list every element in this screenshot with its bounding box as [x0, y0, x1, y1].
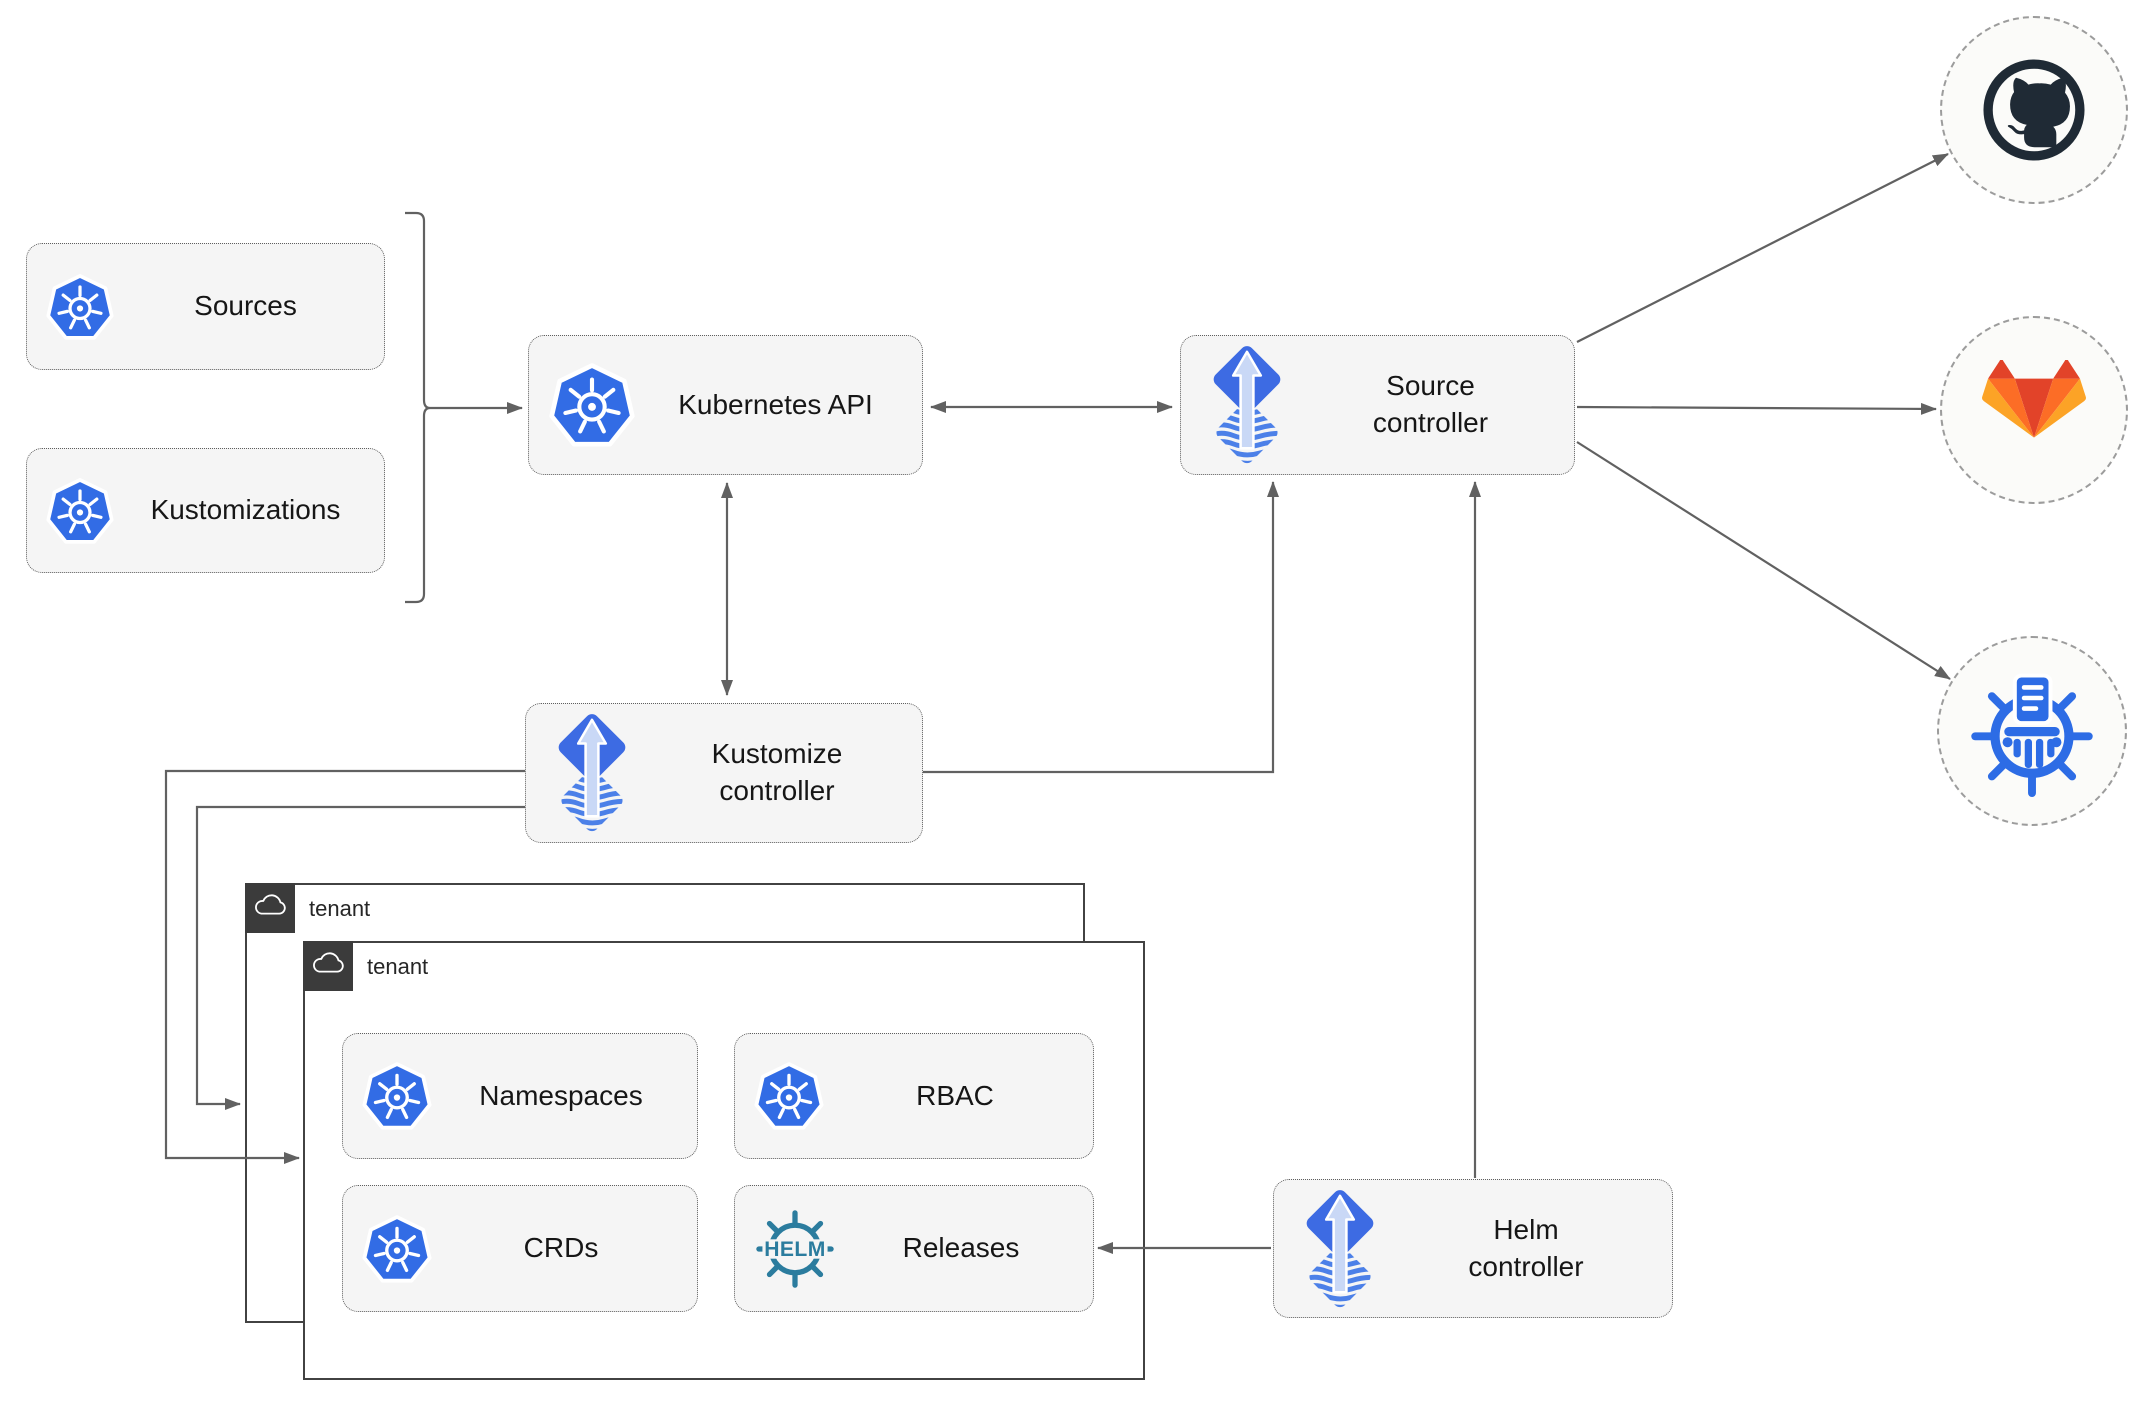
- helm-wheel-icon: HELM: [756, 1209, 834, 1288]
- source-controller-node: Source controller: [1180, 335, 1575, 475]
- bracket-shape: [405, 211, 431, 604]
- kubernetes-icon: [751, 1058, 827, 1134]
- kustomizations-label: Kustomizations: [150, 494, 341, 526]
- source-controller-label: Source controller: [1372, 370, 1489, 438]
- releases-node: HELM Releases: [734, 1185, 1094, 1312]
- tenant-outer-label: tenant: [309, 896, 371, 921]
- github-octocat-icon: [1972, 48, 2096, 172]
- rbac-node: RBAC: [734, 1033, 1094, 1159]
- kubernetes-api-label: Kubernetes API: [678, 388, 873, 420]
- flux-icon: [1197, 344, 1297, 466]
- cloud-icon: [310, 948, 346, 984]
- gitlab-tanuki-icon: [1982, 360, 2086, 460]
- tenant-inner-badge: [303, 941, 353, 991]
- edge-source-to-github: [1576, 153, 1949, 343]
- crds-node: CRDs: [342, 1185, 698, 1312]
- tenant-group-inner: tenant: [303, 941, 1145, 1380]
- helm-icon-text: HELM: [764, 1238, 826, 1261]
- gitlab-endpoint: [1940, 316, 2128, 504]
- kubernetes-icon: [43, 474, 117, 548]
- kustomize-controller-node: Kustomize controller: [525, 703, 923, 843]
- kubernetes-api-node: Kubernetes API: [528, 335, 923, 475]
- namespaces-label: Namespaces: [479, 1079, 643, 1111]
- sources-label: Sources: [194, 290, 297, 322]
- namespaces-node: Namespaces: [342, 1033, 698, 1159]
- kubernetes-icon: [43, 270, 117, 344]
- kubernetes-icon: [545, 358, 639, 452]
- tenant-outer-badge: [245, 883, 295, 933]
- kustomize-controller-label: Kustomize controller: [711, 738, 843, 806]
- rbac-label: RBAC: [916, 1079, 994, 1111]
- sources-node: Sources: [26, 243, 385, 370]
- registry-endpoint: [1937, 636, 2127, 826]
- helm-controller-node: Helm controller: [1273, 1179, 1673, 1318]
- releases-label: Releases: [902, 1232, 1020, 1264]
- github-endpoint: [1940, 16, 2128, 204]
- kubernetes-icon: [359, 1058, 435, 1134]
- ship-wheel-registry-icon: [1966, 665, 2098, 797]
- kubernetes-icon: [359, 1211, 435, 1287]
- crds-label: CRDs: [523, 1232, 599, 1264]
- flux-icon: [1290, 1188, 1390, 1310]
- flux-icon: [542, 712, 642, 834]
- cloud-icon: [252, 890, 288, 926]
- kustomizations-node: Kustomizations: [26, 448, 385, 573]
- edge-source-to-gitlab: [1576, 402, 1937, 415]
- tenant-inner-label: tenant: [367, 954, 429, 979]
- edge-source-to-registry: [1576, 441, 1951, 680]
- helm-controller-label: Helm controller: [1468, 1213, 1584, 1282]
- edge-kustomize-to-source-controller: [923, 481, 1279, 774]
